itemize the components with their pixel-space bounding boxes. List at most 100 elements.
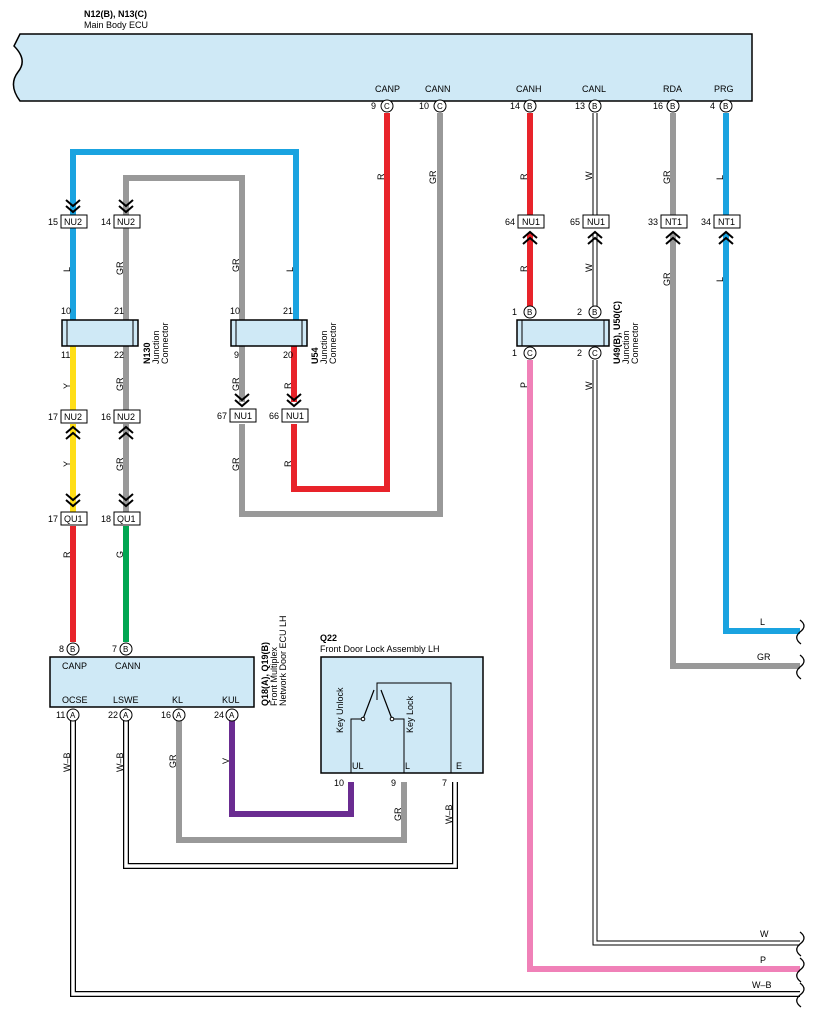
svg-text:CANP: CANP xyxy=(62,661,87,671)
svg-text:C: C xyxy=(527,349,533,358)
svg-text:Connector: Connector xyxy=(328,322,338,364)
svg-text:11: 11 xyxy=(61,350,70,360)
door-lock-assembly: Q22 Front Door Lock Assembly LH Key Unlo… xyxy=(320,633,484,788)
svg-text:W: W xyxy=(584,381,594,390)
svg-text:GR: GR xyxy=(231,377,241,391)
svg-text:NT1: NT1 xyxy=(665,217,682,227)
svg-text:2: 2 xyxy=(577,307,582,317)
svg-text:GR: GR xyxy=(428,170,438,184)
svg-text:W: W xyxy=(584,171,594,180)
connector-nu2-16: NU2 16 xyxy=(101,409,141,440)
svg-text:R: R xyxy=(62,551,72,558)
svg-text:B: B xyxy=(592,308,597,317)
svg-text:1: 1 xyxy=(512,348,517,358)
connector-nt1-33: NT1 33 xyxy=(648,214,688,245)
svg-text:Network Door ECU LH: Network Door ECU LH xyxy=(278,615,288,706)
svg-text:22: 22 xyxy=(108,710,118,720)
svg-text:GR: GR xyxy=(115,377,125,391)
svg-text:4: 4 xyxy=(710,101,715,111)
svg-text:Junction: Junction xyxy=(621,330,631,364)
svg-text:C: C xyxy=(384,102,390,111)
svg-text:10: 10 xyxy=(61,306,71,316)
svg-text:Key Unlock: Key Unlock xyxy=(335,687,345,733)
connector-nu1-66: NU1 66 xyxy=(269,393,309,423)
svg-text:Front Door Lock Assembly LH: Front Door Lock Assembly LH xyxy=(320,644,440,654)
connector-nu2-15: NU2 15 xyxy=(48,199,88,229)
svg-text:10: 10 xyxy=(230,306,240,316)
svg-text:W: W xyxy=(760,929,769,939)
svg-text:B: B xyxy=(592,102,597,111)
ecu-code: N12(B), N13(C) xyxy=(84,9,147,19)
svg-text:13: 13 xyxy=(575,101,585,111)
svg-text:KL: KL xyxy=(172,695,183,705)
ecu-name: Main Body ECU xyxy=(84,20,148,30)
svg-text:N130: N130 xyxy=(142,342,152,364)
svg-text:E: E xyxy=(456,761,462,771)
svg-text:UL: UL xyxy=(352,761,364,771)
connector-nu1-67: NU1 67 xyxy=(217,393,257,423)
connector-nt1-34: NT1 34 xyxy=(701,214,741,245)
svg-text:14: 14 xyxy=(510,101,520,111)
svg-text:65: 65 xyxy=(570,217,580,227)
svg-text:9: 9 xyxy=(234,350,239,360)
svg-text:L: L xyxy=(405,761,410,771)
svg-text:L: L xyxy=(715,175,725,180)
svg-text:P: P xyxy=(519,382,529,388)
svg-text:7: 7 xyxy=(442,778,447,788)
connector-nu1-64: NU1 64 xyxy=(505,214,545,245)
svg-text:11: 11 xyxy=(56,710,65,720)
svg-text:67: 67 xyxy=(217,411,227,421)
svg-text:Y: Y xyxy=(62,461,72,467)
svg-text:GR: GR xyxy=(662,272,672,286)
junction-u49-u50: B 1 B 2 C 1 C 2 U49(B), U50(C) Junction … xyxy=(512,301,640,364)
svg-text:9: 9 xyxy=(391,778,396,788)
svg-text:21: 21 xyxy=(114,306,124,316)
svg-text:16: 16 xyxy=(101,412,111,422)
svg-text:NU1: NU1 xyxy=(587,217,605,227)
svg-text:A: A xyxy=(229,711,235,720)
svg-text:22: 22 xyxy=(114,350,124,360)
ecu-pin-canl: CANL xyxy=(582,84,606,94)
svg-text:B: B xyxy=(123,645,128,654)
connector-nu2-17: NU2 17 xyxy=(48,409,88,440)
svg-text:64: 64 xyxy=(505,217,515,227)
svg-text:QU1: QU1 xyxy=(64,514,83,524)
right-output-labels: L GR W P W–B xyxy=(752,617,772,990)
svg-text:Connector: Connector xyxy=(630,322,640,364)
svg-text:W–B: W–B xyxy=(62,752,72,772)
svg-text:W–B: W–B xyxy=(444,804,454,824)
ecu-pin-canh: CANH xyxy=(516,84,542,94)
svg-text:24: 24 xyxy=(214,710,224,720)
wire-color-labels: R GR R W GR L L GR GR L R W GR L Y GR GR… xyxy=(62,170,725,824)
wire-gr-u54-cann xyxy=(239,113,443,517)
svg-text:14: 14 xyxy=(101,217,111,227)
wire-break-symbols xyxy=(796,619,805,1008)
svg-text:33: 33 xyxy=(648,217,658,227)
svg-text:GR: GR xyxy=(393,807,403,821)
svg-text:NU2: NU2 xyxy=(64,412,82,422)
wire-gr-kl xyxy=(176,720,407,843)
svg-text:Key Lock: Key Lock xyxy=(405,695,415,733)
main-body-ecu-box xyxy=(12,33,753,102)
svg-text:R: R xyxy=(283,460,293,467)
svg-text:NU2: NU2 xyxy=(117,412,135,422)
svg-text:R: R xyxy=(283,382,293,389)
svg-text:16: 16 xyxy=(653,101,663,111)
wire-l-prg-out xyxy=(723,233,800,634)
ecu-pin-canp: CANP xyxy=(375,84,400,94)
connector-qu1-18: QU1 18 xyxy=(101,493,141,526)
svg-text:10: 10 xyxy=(419,101,429,111)
svg-text:OCSE: OCSE xyxy=(62,695,88,705)
svg-text:U49(B), U50(C): U49(B), U50(C) xyxy=(612,301,622,364)
svg-text:2: 2 xyxy=(577,348,582,358)
svg-text:Y: Y xyxy=(62,383,72,389)
ecu-pin-rda: RDA xyxy=(663,84,682,94)
wire-wb-lswe xyxy=(123,720,458,869)
svg-text:QU1: QU1 xyxy=(117,514,136,524)
svg-text:V: V xyxy=(221,758,231,764)
svg-text:NU1: NU1 xyxy=(522,217,540,227)
svg-text:L: L xyxy=(715,277,725,282)
wire-w-canl xyxy=(592,113,800,946)
svg-text:P: P xyxy=(760,955,766,965)
